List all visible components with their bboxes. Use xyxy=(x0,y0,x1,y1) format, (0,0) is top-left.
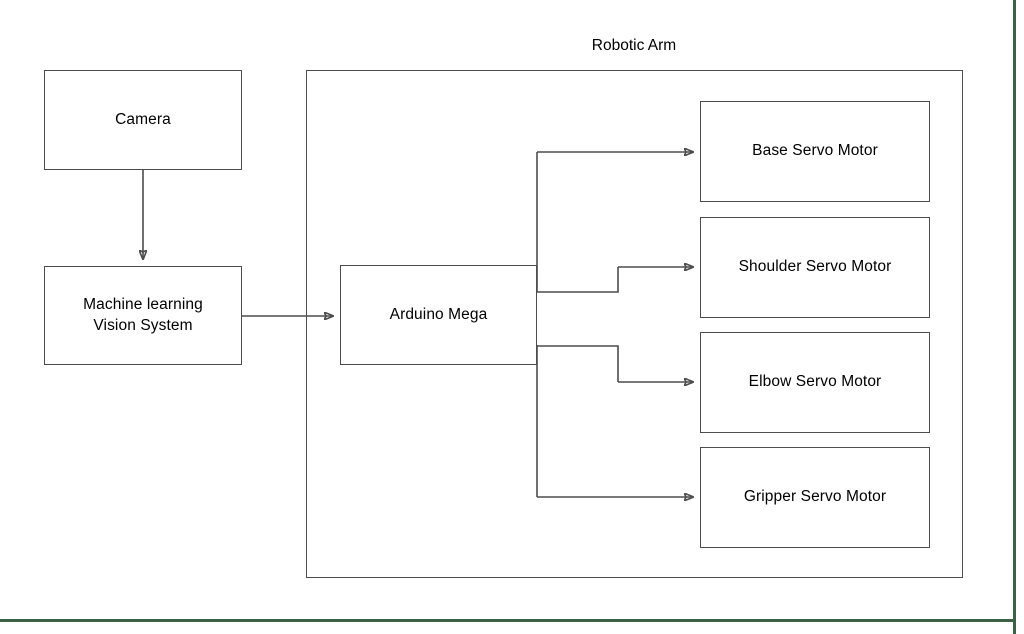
page-frame-right-rule xyxy=(1013,0,1016,634)
page-frame-bottom-rule xyxy=(0,619,1016,622)
robotic-arm-group xyxy=(306,70,963,578)
robotic-arm-group-label: Robotic Arm xyxy=(591,37,677,54)
node-shoulder-servo-motor[interactable]: Shoulder Servo Motor xyxy=(700,217,930,318)
node-base-servo-motor[interactable]: Base Servo Motor xyxy=(700,101,930,202)
node-machine-learning-vision-system[interactable]: Machine learning Vision System xyxy=(44,266,242,365)
node-arduino-mega[interactable]: Arduino Mega xyxy=(340,265,537,365)
node-camera[interactable]: Camera xyxy=(44,70,242,170)
node-gripper-servo-motor[interactable]: Gripper Servo Motor xyxy=(700,447,930,548)
node-elbow-servo-motor[interactable]: Elbow Servo Motor xyxy=(700,332,930,433)
